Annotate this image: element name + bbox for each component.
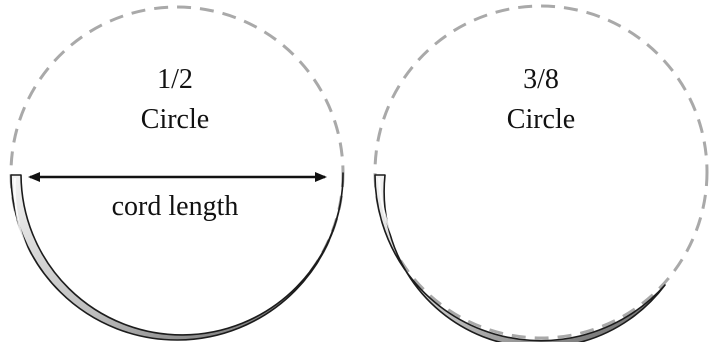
three-eighths-circle-fraction-label: 3/8 [523, 64, 559, 95]
half-circle-shape-label: Circle [141, 104, 209, 135]
three-eighths-circle-needle [374, 174, 666, 342]
half-circle-needle [10, 172, 344, 341]
three-eighths-circle-needle-highlight [378, 177, 601, 333]
half-circle-fraction-label: 1/2 [157, 64, 193, 95]
cord-length-label: cord length [112, 191, 239, 222]
three-eighths-circle-dashed-outline [373, 4, 709, 340]
three-eighths-circle-needle-diagram: 3/8 Circle [373, 4, 709, 342]
half-circle-needle-highlight [13, 177, 301, 342]
three-eighths-circle-shape-label: Circle [507, 104, 575, 135]
half-circle-needle-diagram: 1/2 Circle cord length [9, 5, 345, 342]
